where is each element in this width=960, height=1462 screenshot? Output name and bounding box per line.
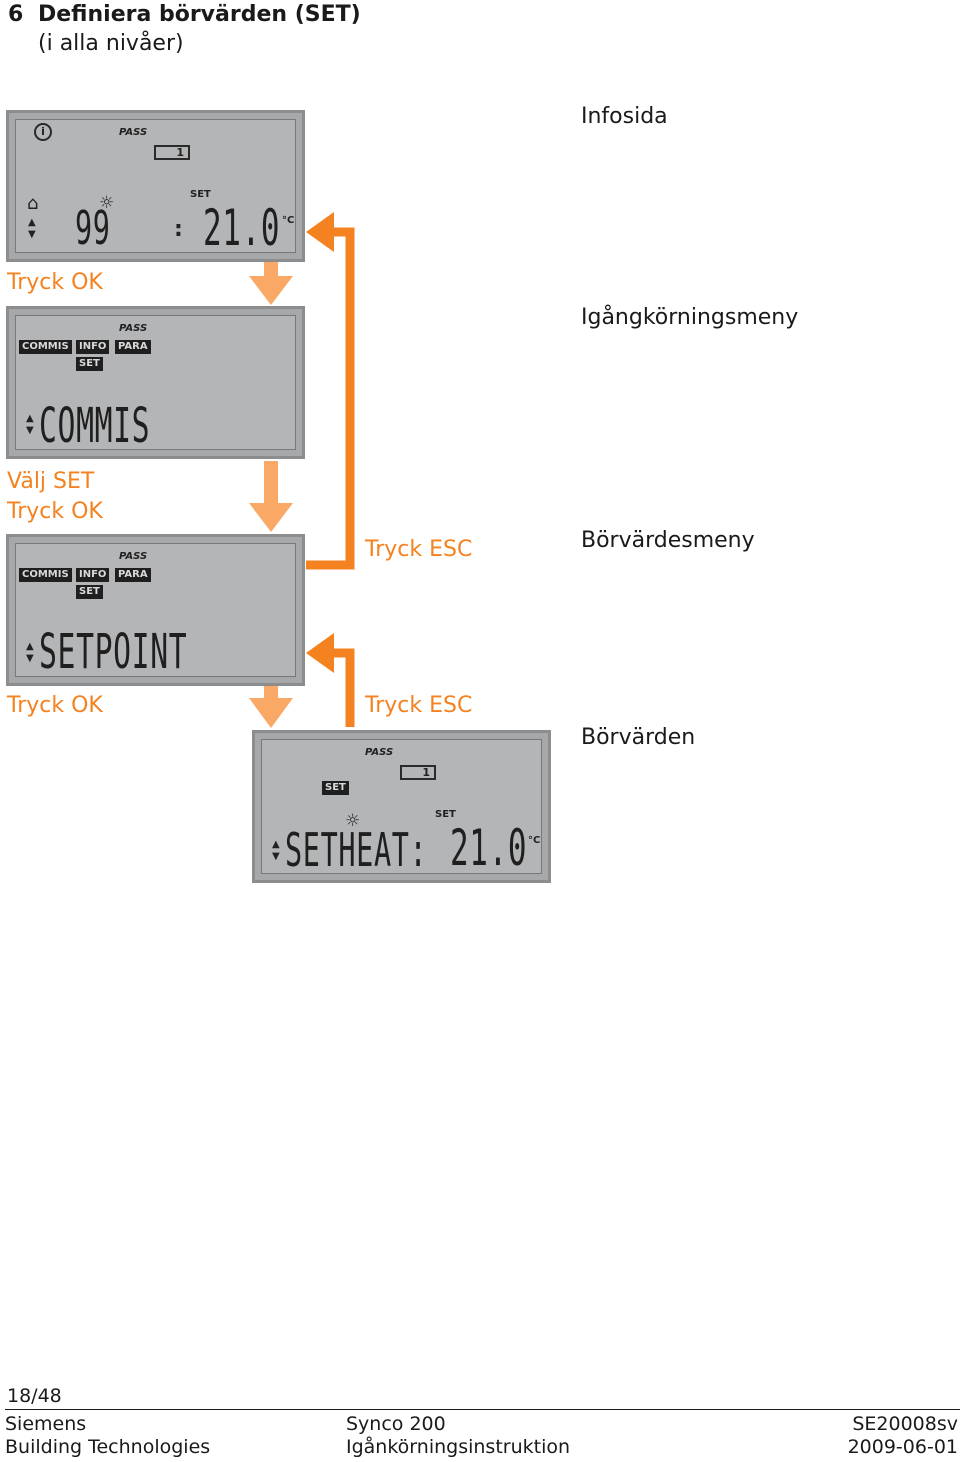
footer-product: Synco 200: [346, 1413, 446, 1435]
tag-commis: COMMIS: [19, 340, 72, 354]
section-title: Definiera börvärden (SET): [38, 2, 361, 27]
lcd-right-value: 21.0: [203, 199, 281, 257]
tag-info: INFO: [76, 340, 110, 354]
page-number: 18/48: [7, 1385, 62, 1407]
unit-label: °C: [282, 215, 295, 226]
back-arrowhead-icon: [306, 212, 334, 252]
down-arrow-icon: [249, 461, 293, 532]
lcd-commis-menu: PASS COMMIS INFO PARA SET ▲▼ COMMIS: [6, 306, 305, 459]
tag-para: PARA: [115, 568, 151, 582]
back-arrow-icon: [306, 227, 355, 570]
up-down-icon: ▲▼: [26, 641, 34, 664]
sun-icon: ☼: [99, 193, 115, 213]
footer-date: 2009-06-01: [847, 1436, 958, 1458]
footer-doc-title: Igånkörningsinstruktion: [346, 1436, 571, 1458]
home-icon: ⌂: [27, 193, 39, 214]
caption-infosida: Infosida: [581, 104, 668, 129]
set-indicator: SET: [435, 809, 456, 820]
section-number: 6: [8, 2, 24, 27]
level-box: 1: [154, 145, 190, 160]
down-arrow-icon: [249, 686, 293, 728]
caption-borvardesmeny: Börvärdesmeny: [581, 528, 755, 553]
tag-info: INFO: [76, 568, 110, 582]
info-icon: i: [34, 123, 52, 141]
step-tryck-esc-1: Tryck ESC: [365, 537, 473, 562]
sun-icon: ☼: [345, 811, 361, 831]
caption-borvarden: Börvärden: [581, 725, 696, 750]
footer-divider: [5, 1409, 960, 1410]
footer-doc-number: SE20008sv: [852, 1413, 958, 1435]
caption-igangkorningsmeny: Igångkörningsmeny: [581, 305, 799, 330]
step-tryck-ok-3: Tryck OK: [7, 693, 103, 718]
lcd-info-page: i PASS 1 ⌂ ▲▼ ☼ SET 99 : 21.0 °C: [6, 110, 305, 262]
pass-label: PASS: [119, 551, 148, 562]
tag-set: SET: [322, 781, 349, 795]
lcd-left-value: 99: [75, 201, 111, 255]
tag-commis: COMMIS: [19, 568, 72, 582]
lcd-main-text: SETHEAT:: [285, 823, 428, 877]
unit-label: °C: [528, 835, 541, 846]
pass-label: PASS: [365, 747, 394, 758]
step-tryck-ok-2: Tryck OK: [7, 499, 103, 524]
tag-para: PARA: [115, 340, 151, 354]
back-arrowhead-icon: [306, 633, 334, 673]
up-down-icon: ▲▼: [272, 839, 280, 862]
step-valj-set: Välj SET: [7, 469, 95, 494]
footer-company: Siemens: [5, 1413, 87, 1435]
pass-label: PASS: [119, 323, 148, 334]
set-indicator: SET: [190, 189, 211, 200]
lcd-setpoints: PASS 1 SET ☼ SET ▲▼ SETHEAT: 21.0 °C: [252, 730, 551, 883]
section-subtitle: (i alla nivåer): [38, 31, 184, 56]
lcd-value: 21.0: [450, 819, 528, 877]
lcd-separator: :: [174, 217, 183, 242]
lcd-main-text: SETPOINT: [39, 624, 188, 680]
back-arrow-icon: [332, 648, 355, 727]
footer-division: Building Technologies: [5, 1436, 211, 1458]
step-tryck-ok-1: Tryck OK: [7, 270, 103, 295]
lcd-setpoint-menu: PASS COMMIS INFO PARA SET ▲▼ SETPOINT: [6, 534, 305, 686]
flow-arrows: [249, 212, 355, 728]
step-tryck-esc-2: Tryck ESC: [365, 693, 473, 718]
lcd-main-text: COMMIS: [39, 398, 151, 454]
level-box: 1: [400, 765, 436, 780]
pass-label: PASS: [119, 127, 148, 138]
tag-set: SET: [76, 585, 103, 599]
up-down-icon: ▲▼: [28, 217, 36, 240]
tag-set: SET: [76, 357, 103, 371]
up-down-icon: ▲▼: [26, 413, 34, 436]
down-arrow-icon: [249, 262, 293, 305]
